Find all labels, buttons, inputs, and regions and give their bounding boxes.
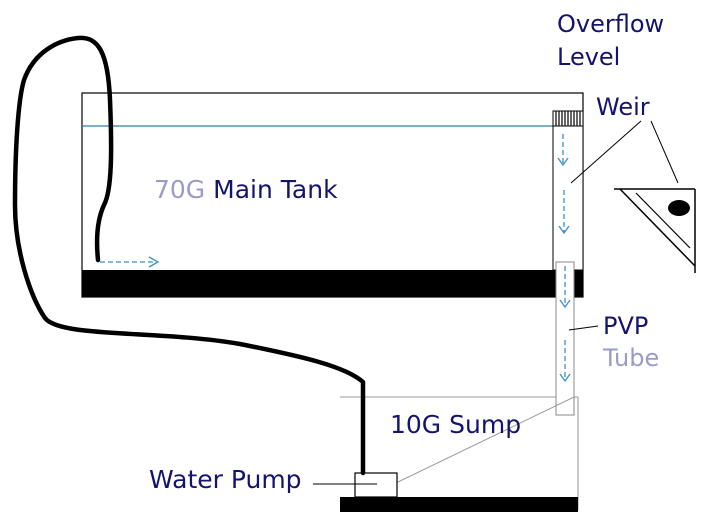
overflow-level-label-line1: Overflow	[557, 10, 665, 38]
pvp-pointer	[568, 325, 599, 331]
main-tank-base	[82, 270, 583, 297]
weir-hole	[668, 200, 690, 216]
main-tank-label: 70G Main Tank	[154, 177, 338, 202]
overflow-level-label-line2: Level	[557, 43, 621, 71]
tube-label: Tube	[603, 344, 660, 372]
water-pump-label: Water Pump	[149, 465, 302, 494]
pvp-label: PVP	[603, 312, 649, 340]
weir-box	[552, 125, 584, 271]
main-tank-name: Main Tank	[213, 175, 338, 204]
return-hose	[12, 35, 366, 476]
downflow-arrows	[557, 134, 571, 383]
weir-pointer-right	[650, 120, 679, 184]
sump-label: 10G Sump	[390, 410, 522, 439]
weir-label: Weir	[596, 93, 650, 121]
return-flow-arrow	[100, 256, 160, 268]
weir-pointer-left	[570, 120, 642, 184]
main-tank-size: 70G	[154, 175, 206, 204]
water-pump	[354, 472, 398, 498]
sump-base	[340, 497, 578, 512]
weir-detail	[614, 188, 696, 273]
overflow-comb	[552, 110, 584, 127]
sump	[339, 396, 579, 512]
main-tank	[81, 92, 584, 298]
